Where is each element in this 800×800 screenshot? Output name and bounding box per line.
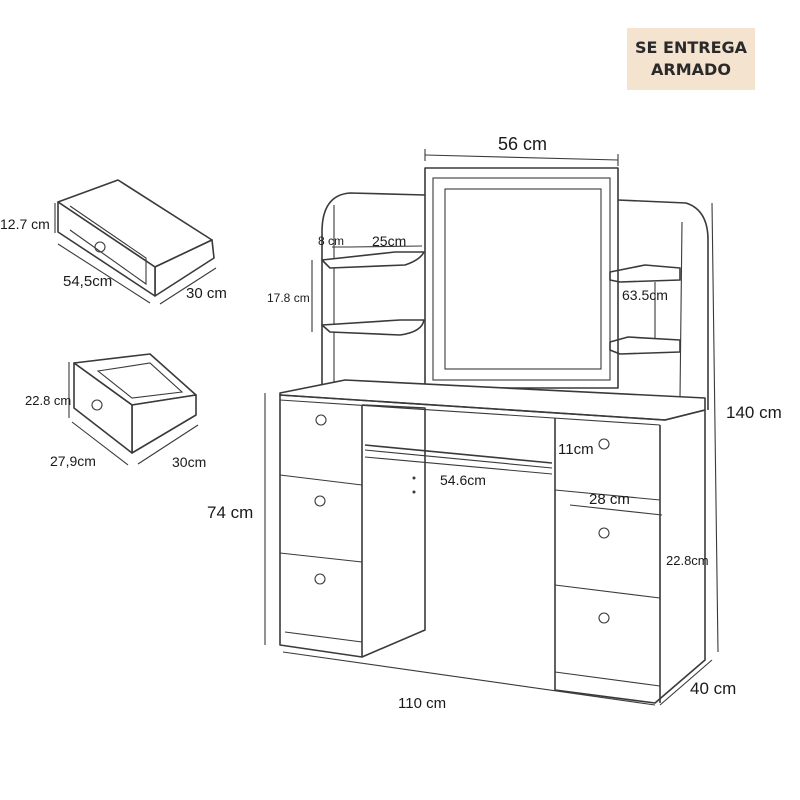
drawer-small-height-label-main: 11cm	[558, 441, 594, 458]
drawer-deep-width-label: 27,9cm	[50, 453, 96, 469]
shelf-spacing-label: 17.8 cm	[267, 291, 310, 305]
knob-right-1	[598, 438, 610, 450]
badge-line-2: ARMADO	[651, 60, 731, 79]
total-height-label: 140 cm	[726, 403, 782, 422]
mirror-glass	[432, 177, 611, 381]
drawer-small-illustration	[54, 179, 217, 305]
drawer-width-label: 28 cm	[589, 491, 630, 508]
badge-line-1: SE ENTREGA	[634, 38, 748, 57]
drawer-deep-knob	[91, 399, 103, 411]
knob-left-2	[314, 495, 326, 507]
right-shelf-height-label: 63.5cm	[622, 287, 668, 303]
knob-right-3	[598, 612, 610, 624]
right-shelf-upper	[609, 264, 681, 283]
left-hutch-panel	[321, 192, 426, 385]
desk-height-label: 74 cm	[207, 503, 253, 522]
knob-left-3	[314, 573, 326, 585]
depth-label: 40 cm	[690, 679, 736, 698]
drawer-deep-depth-label: 30cm	[172, 454, 206, 470]
right-hutch-panel	[617, 199, 709, 410]
knob-left-1	[315, 414, 327, 426]
left-shelf-upper	[321, 251, 425, 269]
total-width-label: 110 cm	[398, 695, 446, 712]
mirror-frame	[424, 167, 619, 389]
drawer-small-width-label: 54,5cm	[63, 273, 112, 290]
right-shelf-lower	[609, 336, 681, 355]
delivery-badge: SE ENTREGA ARMADO	[627, 28, 755, 90]
vanity-illustration	[279, 167, 709, 704]
center-width-label: 54.6cm	[440, 472, 486, 488]
dimension-lines	[264, 149, 719, 706]
drawer-deep-height-label-main: 22.8cm	[666, 553, 709, 568]
drawer-deep-illustration	[68, 353, 199, 466]
left-shelf-lower	[321, 319, 425, 336]
shelf-gap-label: 8 cm	[318, 234, 344, 248]
drawer-deep-height-label: 22.8 cm	[25, 393, 71, 408]
shelf-width-label: 25cm	[372, 233, 406, 249]
mirror-width-label: 56 cm	[498, 134, 547, 154]
knob-right-2	[598, 527, 610, 539]
drawer-small-depth-label: 30 cm	[186, 285, 227, 302]
drawer-small-height-label: 12.7 cm	[0, 216, 50, 232]
drawer-small-knob	[94, 241, 106, 253]
